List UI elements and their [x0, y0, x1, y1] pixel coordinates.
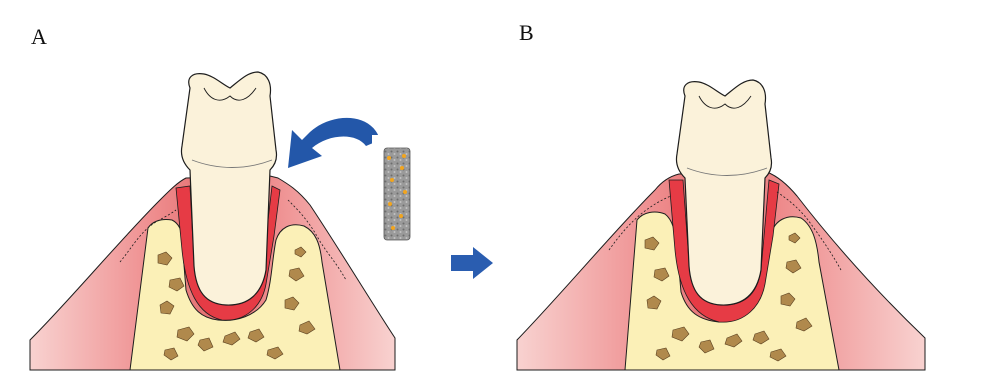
- illustration-a: [0, 0, 440, 377]
- panel-b: B: [505, 0, 982, 377]
- tooth-a: [181, 72, 276, 305]
- curved-arrow-icon: [288, 118, 380, 168]
- right-arrow-icon: [449, 245, 495, 281]
- panel-label-b: B: [519, 20, 534, 46]
- illustration-b: [505, 0, 982, 377]
- panel-a: A: [0, 0, 440, 377]
- panel-label-a: A: [31, 24, 47, 50]
- tooth-b: [676, 80, 771, 305]
